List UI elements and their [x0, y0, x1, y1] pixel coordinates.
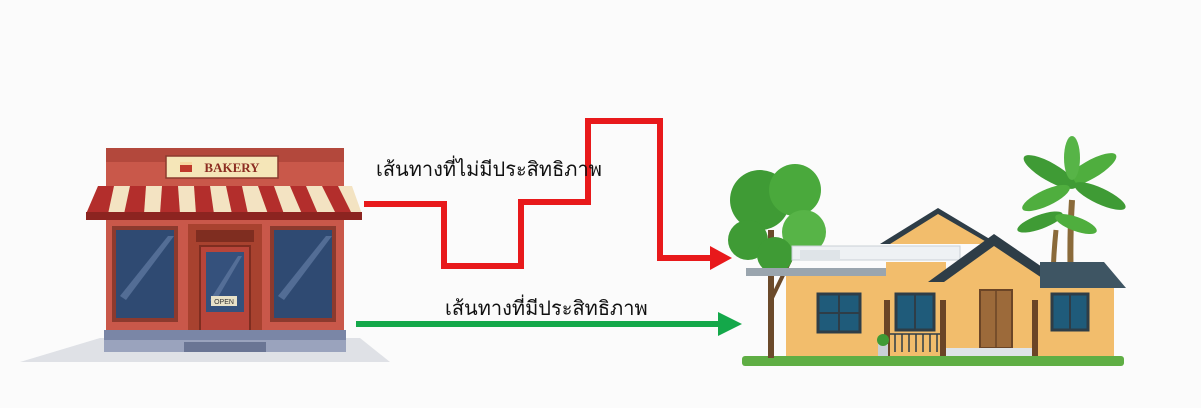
- bakery-awning: [86, 186, 362, 220]
- house-ground: [742, 356, 1124, 366]
- house-window-right: [1050, 292, 1090, 332]
- inefficient-route-arrowhead: [710, 246, 732, 270]
- house-porch-railing: [890, 333, 940, 352]
- house-window-center: [894, 292, 936, 332]
- inefficient-route-line: [364, 118, 720, 269]
- efficient-route: [356, 312, 742, 336]
- house-steps: [946, 348, 1032, 356]
- house: [728, 136, 1126, 366]
- bakery-base: [104, 330, 346, 340]
- bakery-sign-board: [165, 155, 279, 179]
- house-window-left: [816, 292, 862, 334]
- inefficient-route-label: เส้นทางที่ไม่มีประสิทธิภาพ: [376, 157, 602, 181]
- cake-icon: [180, 162, 192, 172]
- door-open-sign-text: OPEN: [214, 299, 234, 306]
- door-open-sign: [211, 296, 237, 306]
- tree-icon: [728, 164, 826, 358]
- house-far-right-roof: [1040, 262, 1126, 288]
- efficient-route-arrowhead: [718, 312, 742, 336]
- bakery-sign-text: BAKERY: [204, 160, 260, 175]
- house-porch-column: [884, 300, 890, 356]
- efficient-route-label: เส้นทางที่มีประสิทธิภาพ: [445, 296, 648, 320]
- bakery-shop: BAKERY OPEN: [20, 148, 390, 362]
- inefficient-route: [364, 118, 732, 270]
- plant-pot: [878, 344, 888, 356]
